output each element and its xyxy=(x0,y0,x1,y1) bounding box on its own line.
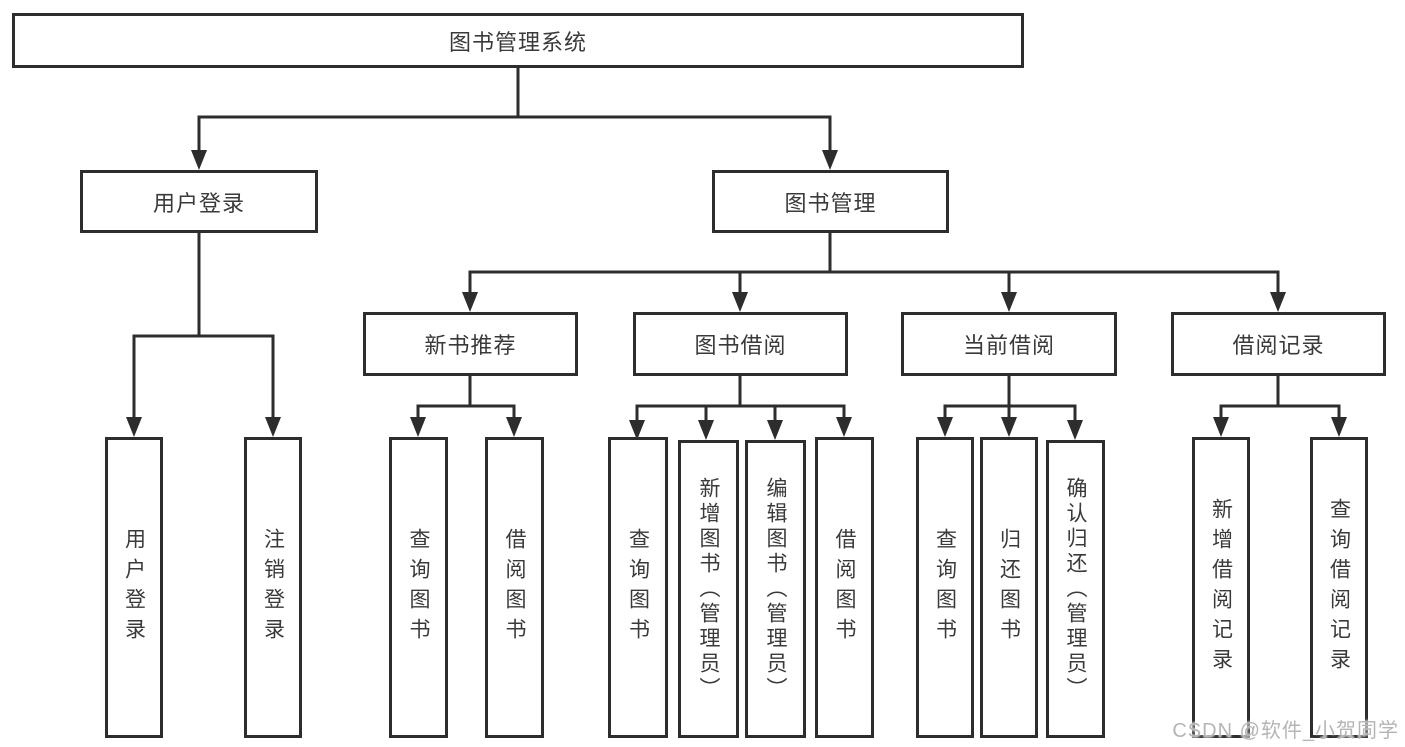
node-book-management: 图书管理 xyxy=(712,170,949,233)
leaf-add-book-admin: 新增图书（管理员） xyxy=(678,440,739,738)
leaf-user-login: 用户登录 xyxy=(105,437,163,738)
node-label: 图书管理系统 xyxy=(448,29,587,55)
node-label: 图书借阅 xyxy=(694,333,787,358)
leaf-label: 归还图书 xyxy=(997,527,1021,648)
node-book-borrow: 图书借阅 xyxy=(633,312,848,376)
node-borrow-records: 借阅记录 xyxy=(1171,312,1386,376)
node-label: 用户登录 xyxy=(152,190,245,216)
leaf-label: 新增图书（管理员） xyxy=(697,476,720,702)
leaf-logout: 注销登录 xyxy=(244,437,302,738)
node-label: 借阅记录 xyxy=(1232,333,1325,358)
leaf-query-books-3: 查询图书 xyxy=(916,437,974,738)
node-label: 新书推荐 xyxy=(424,333,517,358)
watermark: CSDN @软件_小贺同学 xyxy=(1172,720,1399,742)
leaf-label: 查询图书 xyxy=(933,527,957,648)
leaf-label: 编辑图书（管理员） xyxy=(764,476,787,702)
leaf-return-books: 归还图书 xyxy=(980,437,1038,738)
leaf-label: 借阅图书 xyxy=(833,527,856,648)
leaf-label: 借阅图书 xyxy=(503,527,526,648)
leaf-label: 注销登录 xyxy=(261,527,285,648)
leaf-label: 查询图书 xyxy=(407,527,430,648)
leaf-query-borrow-record: 查询借阅记录 xyxy=(1310,437,1368,738)
leaf-label: 查询图书 xyxy=(626,527,650,648)
leaf-query-books-2: 查询图书 xyxy=(608,437,668,738)
leaf-edit-book-admin: 编辑图书（管理员） xyxy=(745,440,806,738)
leaf-label: 确认归还（管理员） xyxy=(1064,476,1087,702)
node-label: 当前借阅 xyxy=(962,333,1055,358)
leaf-add-borrow-record: 新增借阅记录 xyxy=(1192,437,1250,738)
leaf-borrow-books-2: 借阅图书 xyxy=(815,437,874,738)
node-label: 图书管理 xyxy=(784,190,877,216)
leaf-label: 用户登录 xyxy=(122,527,146,648)
node-library-management-system: 图书管理系统 xyxy=(12,13,1024,68)
leaf-query-books-1: 查询图书 xyxy=(389,437,448,738)
node-current-borrow: 当前借阅 xyxy=(901,312,1117,376)
leaf-label: 查询借阅记录 xyxy=(1327,497,1351,678)
leaf-borrow-books-1: 借阅图书 xyxy=(485,437,544,738)
node-user-login: 用户登录 xyxy=(80,170,318,233)
node-new-book-recommend: 新书推荐 xyxy=(363,312,578,376)
leaf-confirm-return-admin: 确认归还（管理员） xyxy=(1046,440,1105,738)
leaf-label: 新增借阅记录 xyxy=(1209,497,1233,678)
